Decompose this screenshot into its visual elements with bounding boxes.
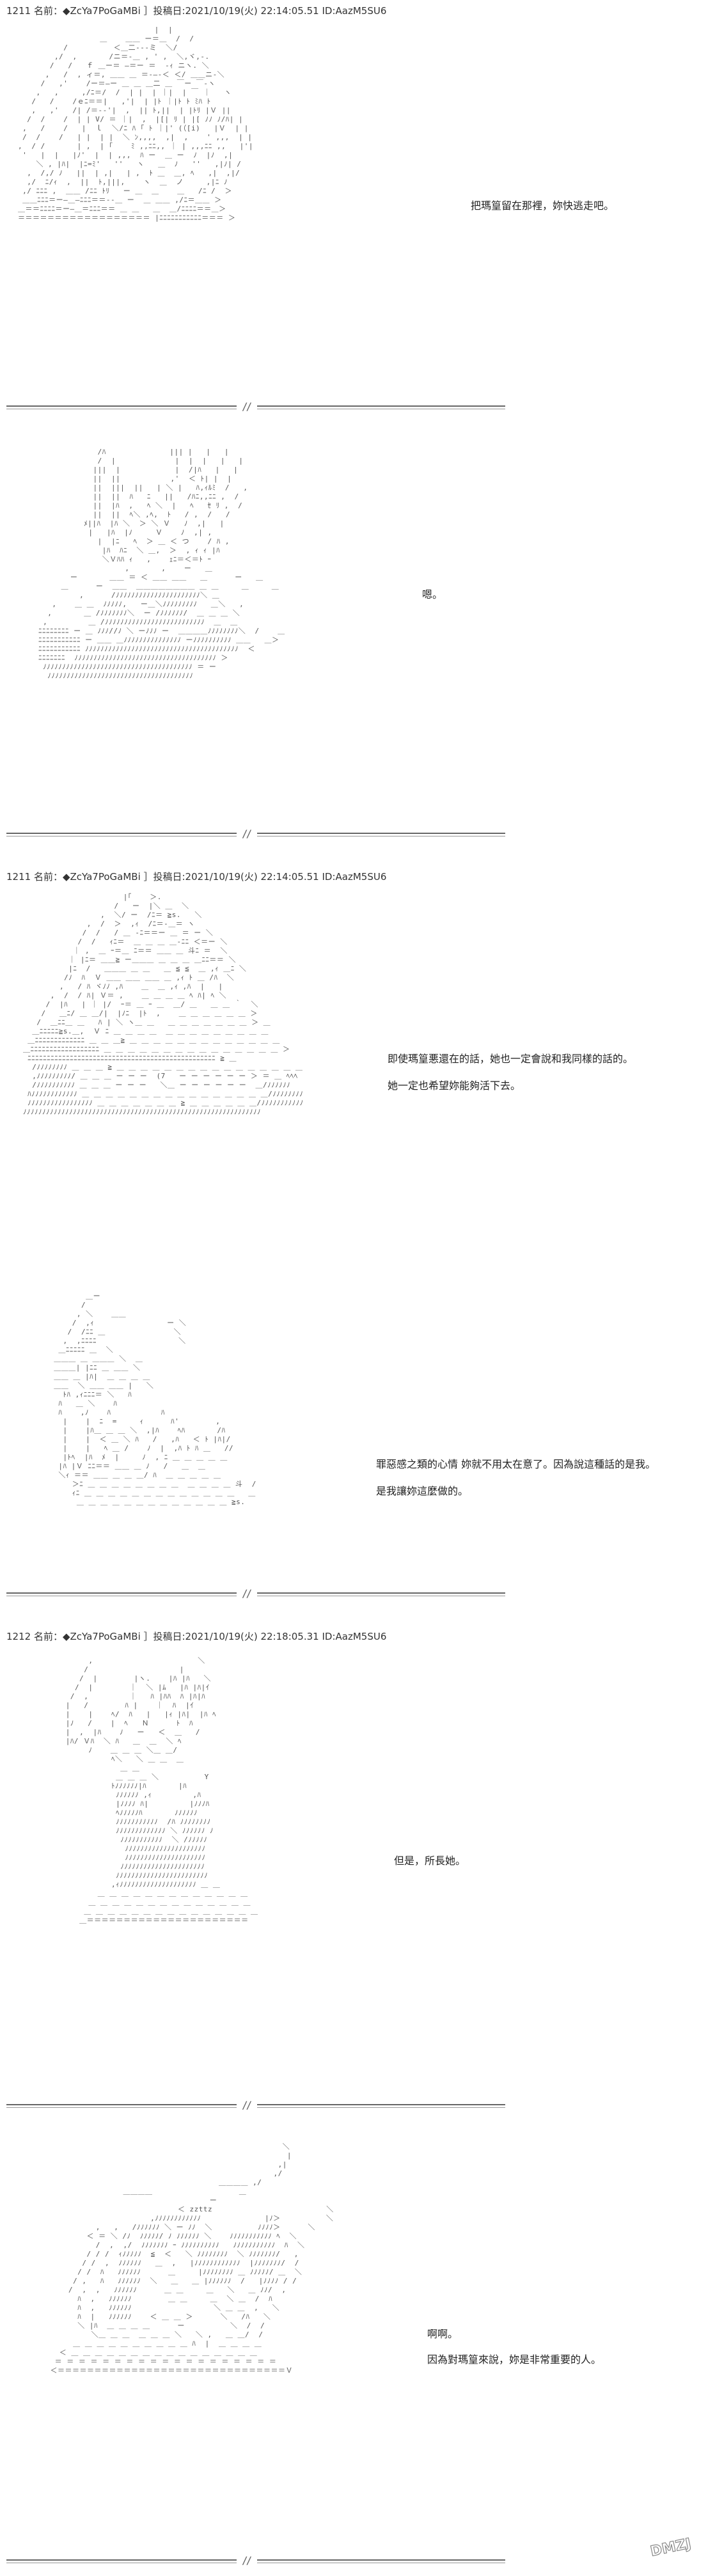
post-header: 1211 名前：◆ZcYa7PoGaMBi ］投稿日:2021/10/19(火)… — [6, 5, 387, 17]
dialogue-line: 嗯。 — [422, 588, 443, 601]
watermark-text: DMZJ — [649, 2536, 693, 2560]
site-watermark-logo: DMZJ — [646, 2529, 703, 2561]
dialogue-line: 把瑪篁留在那裡，妳快逃走吧。 — [471, 200, 615, 212]
dialogue-line: 即使瑪篁悪還在的話，她也一定會說和我同樣的話的。 — [388, 1053, 634, 1065]
ascii-art-figure: , ＼ / | / | |ヽ. |ﾊ |ﾊ ＼ / | ｜ ＼ |ﾑ |ﾊ |ﾊ… — [65, 1656, 258, 1924]
section-divider: // — [6, 2554, 505, 2568]
dialogue-line: 但是，所長她。 — [394, 1855, 466, 1867]
ascii-art-figure: /ﾊ ||| | | | / | | | | | | ||| | | /|ﾊ |… — [38, 448, 285, 680]
dialogue-line: 是我讓妳這麼做的。 — [376, 1485, 469, 1497]
ascii-art-figure: | | ＿ ＿＿ ー＝＿ / / / ＜＿二-‐-ミ ＼/ ,/ , /ニ＝-＿… — [18, 26, 254, 222]
ascii-art-figure: ＿ー / , ＼ ＿＿ / ,ｨ ー ＼ / /ﾆﾆ ＿ ＼ , ,ﾆﾆﾆﾆ ＼… — [54, 1292, 256, 1506]
section-divider: // — [6, 828, 505, 842]
dialogue-line: 啊啊。 — [427, 2328, 459, 2340]
ascii-art-figure: |｢ ＞. / ー |＼ ＿ ＼ , ＼/ ー /ﾆ＝ ≧s. ＼ , / ＞ … — [23, 893, 304, 1116]
post-header: 1211 名前：◆ZcYa7PoGaMBi ］投稿日:2021/10/19(火)… — [6, 871, 387, 883]
section-divider: // — [6, 2099, 505, 2113]
dialogue-line: 因為對瑪篁來說，妳是非常重要的人。 — [427, 2353, 602, 2366]
section-divider: // — [6, 400, 505, 414]
section-divider: // — [6, 1587, 505, 1601]
ascii-art-figure: ＼ | ,| ,/ — [50, 2142, 334, 2375]
post-header: 1212 名前：◆ZcYa7PoGaMBi ］投稿日:2021/10/19(火)… — [6, 1631, 387, 1642]
dialogue-line: 她一定也希望妳能夠活下去。 — [388, 1080, 521, 1092]
dialogue-line: 罪惡感之類的心情 妳就不用太在意了。因為說這種話的是我。 — [376, 1458, 656, 1470]
